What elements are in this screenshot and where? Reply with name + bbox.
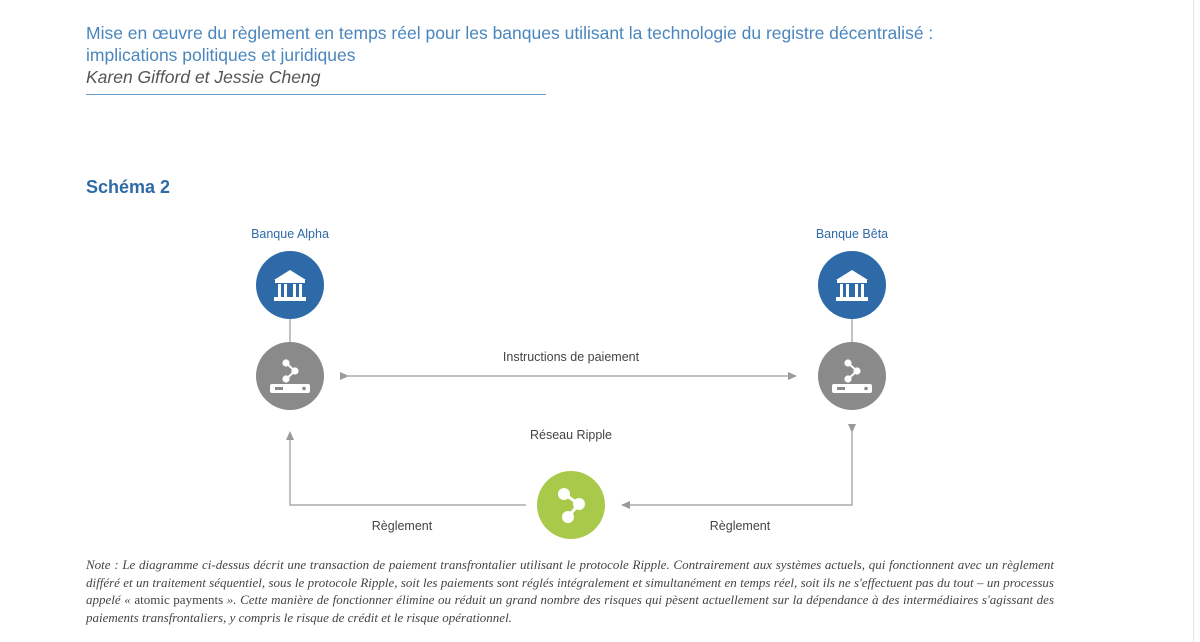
settlement-arrow-right: [621, 424, 856, 509]
bank-building-icon: [256, 251, 324, 319]
figure-title: Schéma 2: [86, 177, 171, 197]
header-divider: [86, 94, 546, 95]
figure-note: Note : Le diagramme ci-dessus décrit une…: [86, 556, 1054, 626]
settlement-label-right: Règlement: [710, 519, 771, 533]
settlement-label-left: Règlement: [372, 519, 433, 533]
note-text-part-2: ». Cette manière de fonctionner élimine …: [86, 592, 1055, 625]
bank-building-icon: [818, 251, 886, 319]
document-header: Mise en œuvre du règlement en temps réel…: [86, 22, 946, 88]
document-title-line-2: implications politiques et juridiques: [86, 45, 356, 65]
payment-instructions-label: Instructions de paiement: [503, 350, 640, 364]
bank-beta-label: Banque Bêta: [816, 227, 888, 241]
settlement-arrow-left: [286, 431, 526, 506]
note-text-part-1: Note : Le diagramme ci-dessus décrit une…: [86, 557, 1054, 607]
ripple-server-icon: [256, 342, 324, 410]
note-term: atomic payments: [134, 592, 224, 607]
document-title-line-1: Mise en œuvre du règlement en temps réel…: [86, 23, 934, 43]
ripple-network-label: Réseau Ripple: [530, 428, 612, 442]
ripple-payment-diagram: Banque Alpha Banque Bêta: [251, 227, 888, 539]
ripple-logo-icon: [537, 471, 605, 539]
bank-alpha-label: Banque Alpha: [251, 227, 329, 241]
ripple-server-icon: [818, 342, 886, 410]
page-edge-rule: [1193, 0, 1194, 642]
document-authors: Karen Gifford et Jessie Cheng: [86, 67, 321, 87]
